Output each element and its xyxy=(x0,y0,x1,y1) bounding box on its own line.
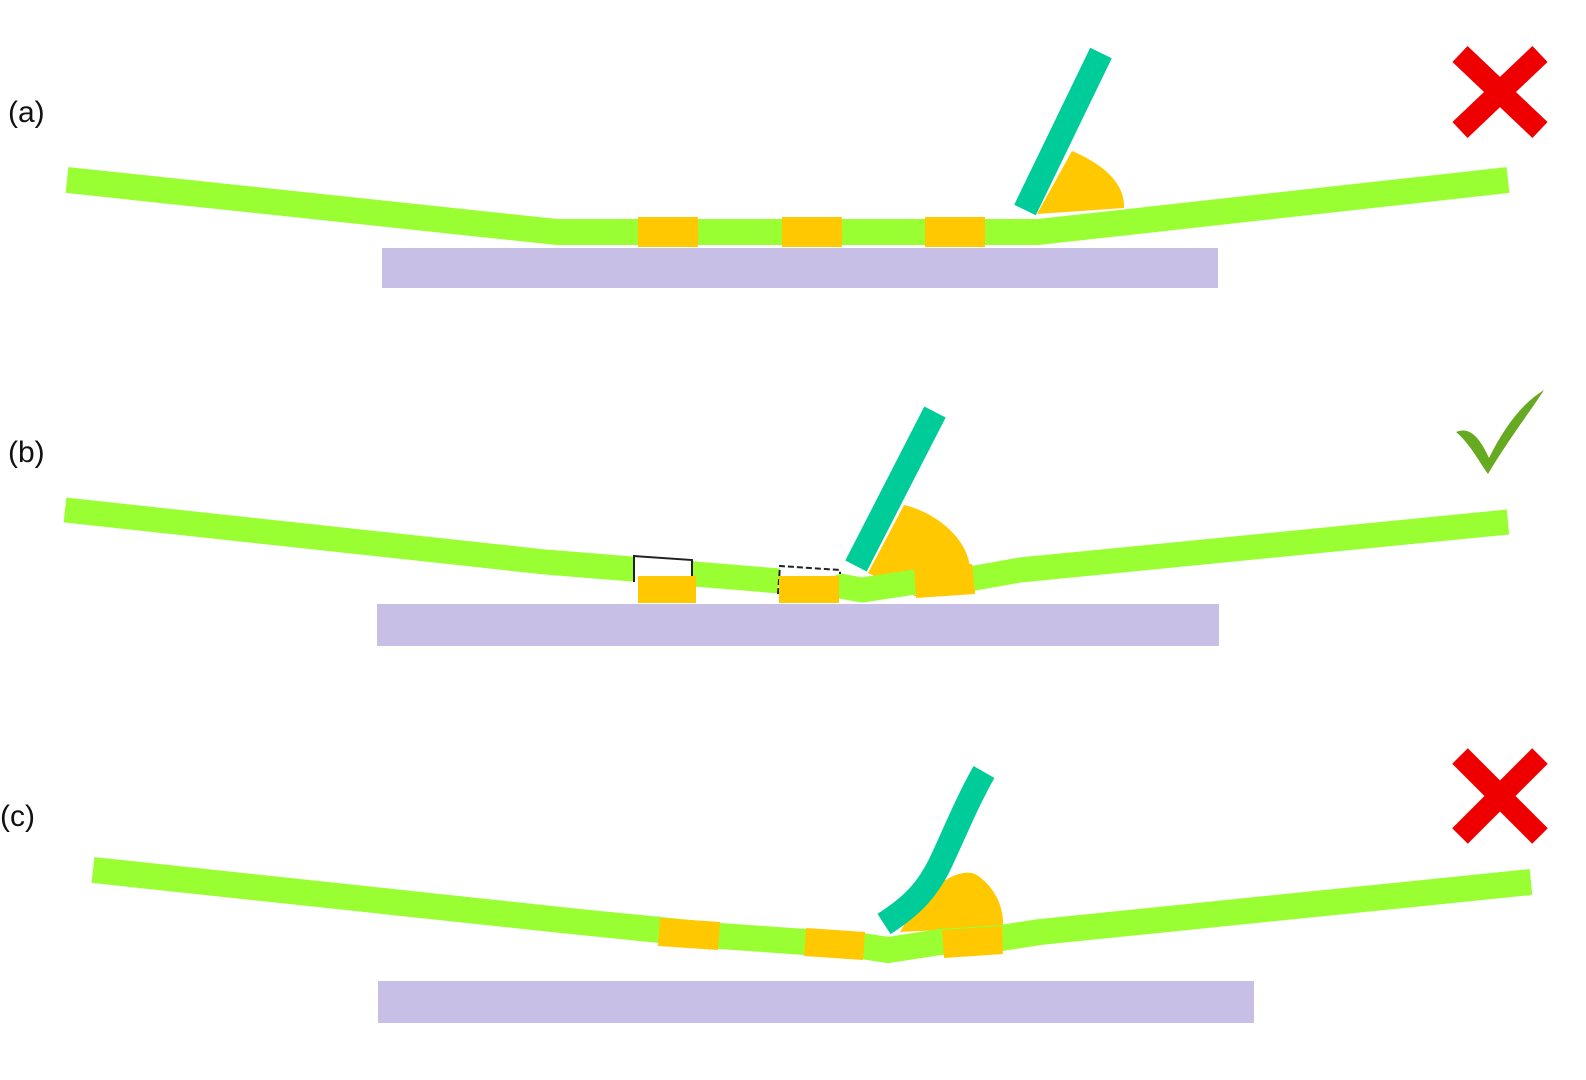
panel-label-a: (a) xyxy=(8,96,45,129)
check-icon xyxy=(1456,390,1544,474)
tool-a xyxy=(1014,47,1112,216)
cross-icon xyxy=(1452,46,1548,138)
tool-c xyxy=(877,766,995,935)
pad-b-1 xyxy=(638,576,696,603)
panel-a xyxy=(65,46,1548,288)
substrate-b xyxy=(377,604,1219,646)
substrate-c xyxy=(378,981,1254,1023)
tool-b xyxy=(845,406,946,572)
panel-label-c: (c) xyxy=(0,800,35,833)
pad-a-1 xyxy=(638,217,698,247)
solder-fillet-a xyxy=(1037,151,1124,214)
panel-label-b: (b) xyxy=(8,436,45,469)
cross-icon xyxy=(1452,748,1548,844)
panel-b xyxy=(63,390,1544,646)
pad-b-1-outline xyxy=(633,554,693,582)
pad-b-3 xyxy=(914,564,975,598)
pad-a-3 xyxy=(925,217,985,247)
solder-fillet-c xyxy=(900,872,1004,932)
green-strip-b xyxy=(63,497,1510,603)
pad-b-2 xyxy=(779,576,839,603)
pad-c-1 xyxy=(658,918,720,950)
pad-a-2 xyxy=(782,217,842,247)
pad-c-3 xyxy=(942,926,1003,958)
panel-c xyxy=(91,748,1548,1023)
pad-c-2 xyxy=(804,928,865,960)
substrate-a xyxy=(382,248,1218,288)
green-strip-c xyxy=(91,857,1533,963)
